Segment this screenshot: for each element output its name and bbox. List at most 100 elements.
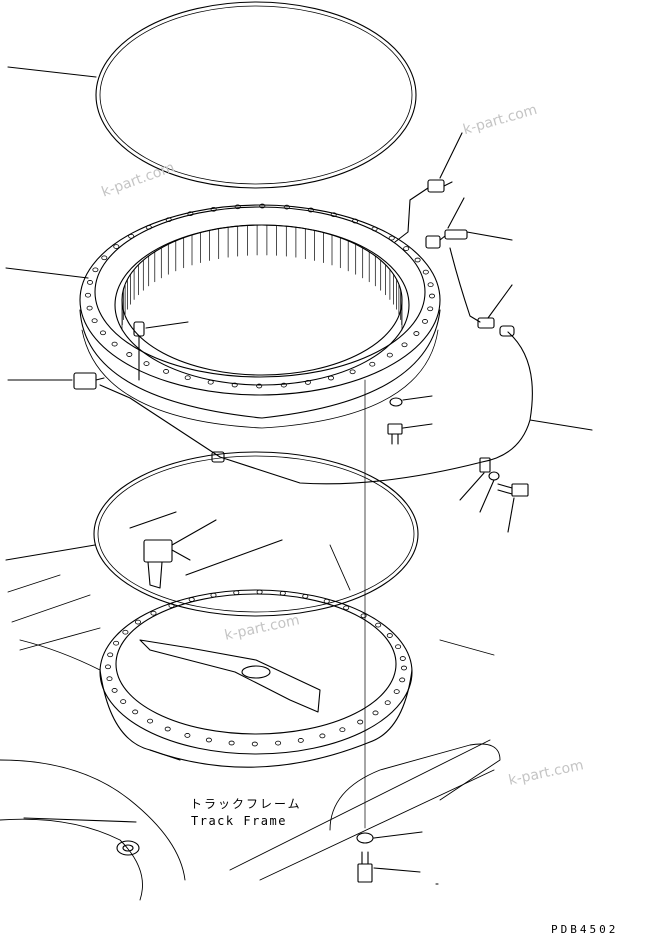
bolt-hole [372,710,379,716]
leader-line-pin [145,321,189,329]
bolt-hole [275,740,282,746]
bolt-hole [87,280,94,285]
bolt-hole [421,319,428,324]
bolt-hole [91,318,98,324]
hose-connector-left [73,372,105,390]
bolt-hole [302,593,309,599]
bolt-hole [304,380,311,385]
bolt-hole [150,610,157,616]
bolt-hole [122,629,129,635]
bolt-hole [86,305,93,311]
bolt-hole [147,718,154,724]
bolt-hole [126,352,133,357]
bolt-hole [113,244,120,249]
bolt-hole [307,207,314,213]
bolt-hole [399,677,406,683]
bolt-hole [228,740,235,746]
leader-line-frame [23,817,137,823]
bolt-hole [401,342,408,348]
bolt-lower [357,851,373,883]
bolt-hole [134,619,141,625]
grease-fitting-middle [425,229,468,249]
bolt-hole [357,719,364,725]
track-frame-label-jp: トラックフレーム [190,797,302,811]
washer-lower [356,832,374,844]
leader-line-fitting-b [447,197,465,229]
bolt-hole [251,741,258,747]
bolt-hole [400,665,407,671]
leader-line-bolt-right [507,497,515,533]
bolt-hole [106,676,113,682]
bolt-hole [188,597,195,602]
bolt-hole [393,689,400,694]
bolt-hole [234,204,241,210]
bearing-bolt-holes [85,203,435,389]
bolt-hole [105,664,112,670]
bolt-hole [111,341,118,347]
leader-line-lower-ring [5,544,96,561]
track-frame-label-en: Track Frame [191,814,287,828]
bolt-hole [349,369,356,375]
leader-line-washer-right [479,479,495,513]
bolt-hole [231,382,238,388]
leader-line-bearing [5,267,89,279]
bolt-hole [283,204,290,210]
grease-cup [116,840,140,856]
bolt-hole [413,331,420,336]
bolt-hole [414,257,421,263]
bolt-hole [369,361,376,367]
bolt-hole [256,383,263,389]
leader-line-bolt-lower [373,867,421,873]
top-seal-ring [95,1,417,189]
bolt-hole [111,688,118,693]
bolt-hole [207,379,214,385]
bolt-hole [323,598,330,604]
leader-line-hose [529,419,593,431]
dowel-pin [133,321,145,381]
leader-line-fitting-c [466,231,513,241]
bolt-hole [297,738,304,743]
bolt-hole [132,709,139,715]
leader-line-washer-upper [402,395,433,401]
bolt-hole [128,233,135,239]
bolt-hole [210,206,217,212]
lower-seal-ring [93,451,419,617]
bolt-hole [101,255,108,261]
leader-line-bolt-upper [402,423,433,429]
leader-line-hose-fitting [487,284,513,319]
bolt-hole [107,652,114,658]
track-frame-body [0,544,501,901]
bolt-hole [422,269,429,275]
bolt-hole [184,375,191,381]
grease-fitting-upper [394,179,453,243]
bolt-hole [279,590,286,596]
bolt-hole [330,212,337,218]
bolt-hole [165,217,172,223]
bolt-hole [168,603,175,608]
leader-line-fitting-a [439,132,463,179]
track-frame-mount [99,589,413,768]
bolt-hole [259,203,266,209]
leader-line-bracket-a [129,511,177,529]
internal-gear-teeth [121,224,403,331]
bolt-hole [113,640,120,646]
grease-hose [99,247,533,485]
leader-line-washer-lower [373,831,423,839]
bolt-hole [319,733,326,739]
bolt-hole [352,218,359,224]
bolt-hole [371,226,378,232]
drawing-code: PDB4502 [551,923,619,936]
bolt-hole [145,224,152,230]
bolt-hole [386,352,393,358]
bolt-hole [388,235,395,241]
bolt-hole [187,211,194,217]
bolt-hole [184,733,191,738]
swing-circle-bearing [79,203,441,429]
bolt-hole [256,589,263,595]
support-bracket [143,539,191,589]
bolt-hole [427,306,434,312]
bolt-right [497,483,529,497]
bolt-hole [205,737,212,743]
bolt-hole [233,590,240,596]
bolt-hole [360,613,367,619]
